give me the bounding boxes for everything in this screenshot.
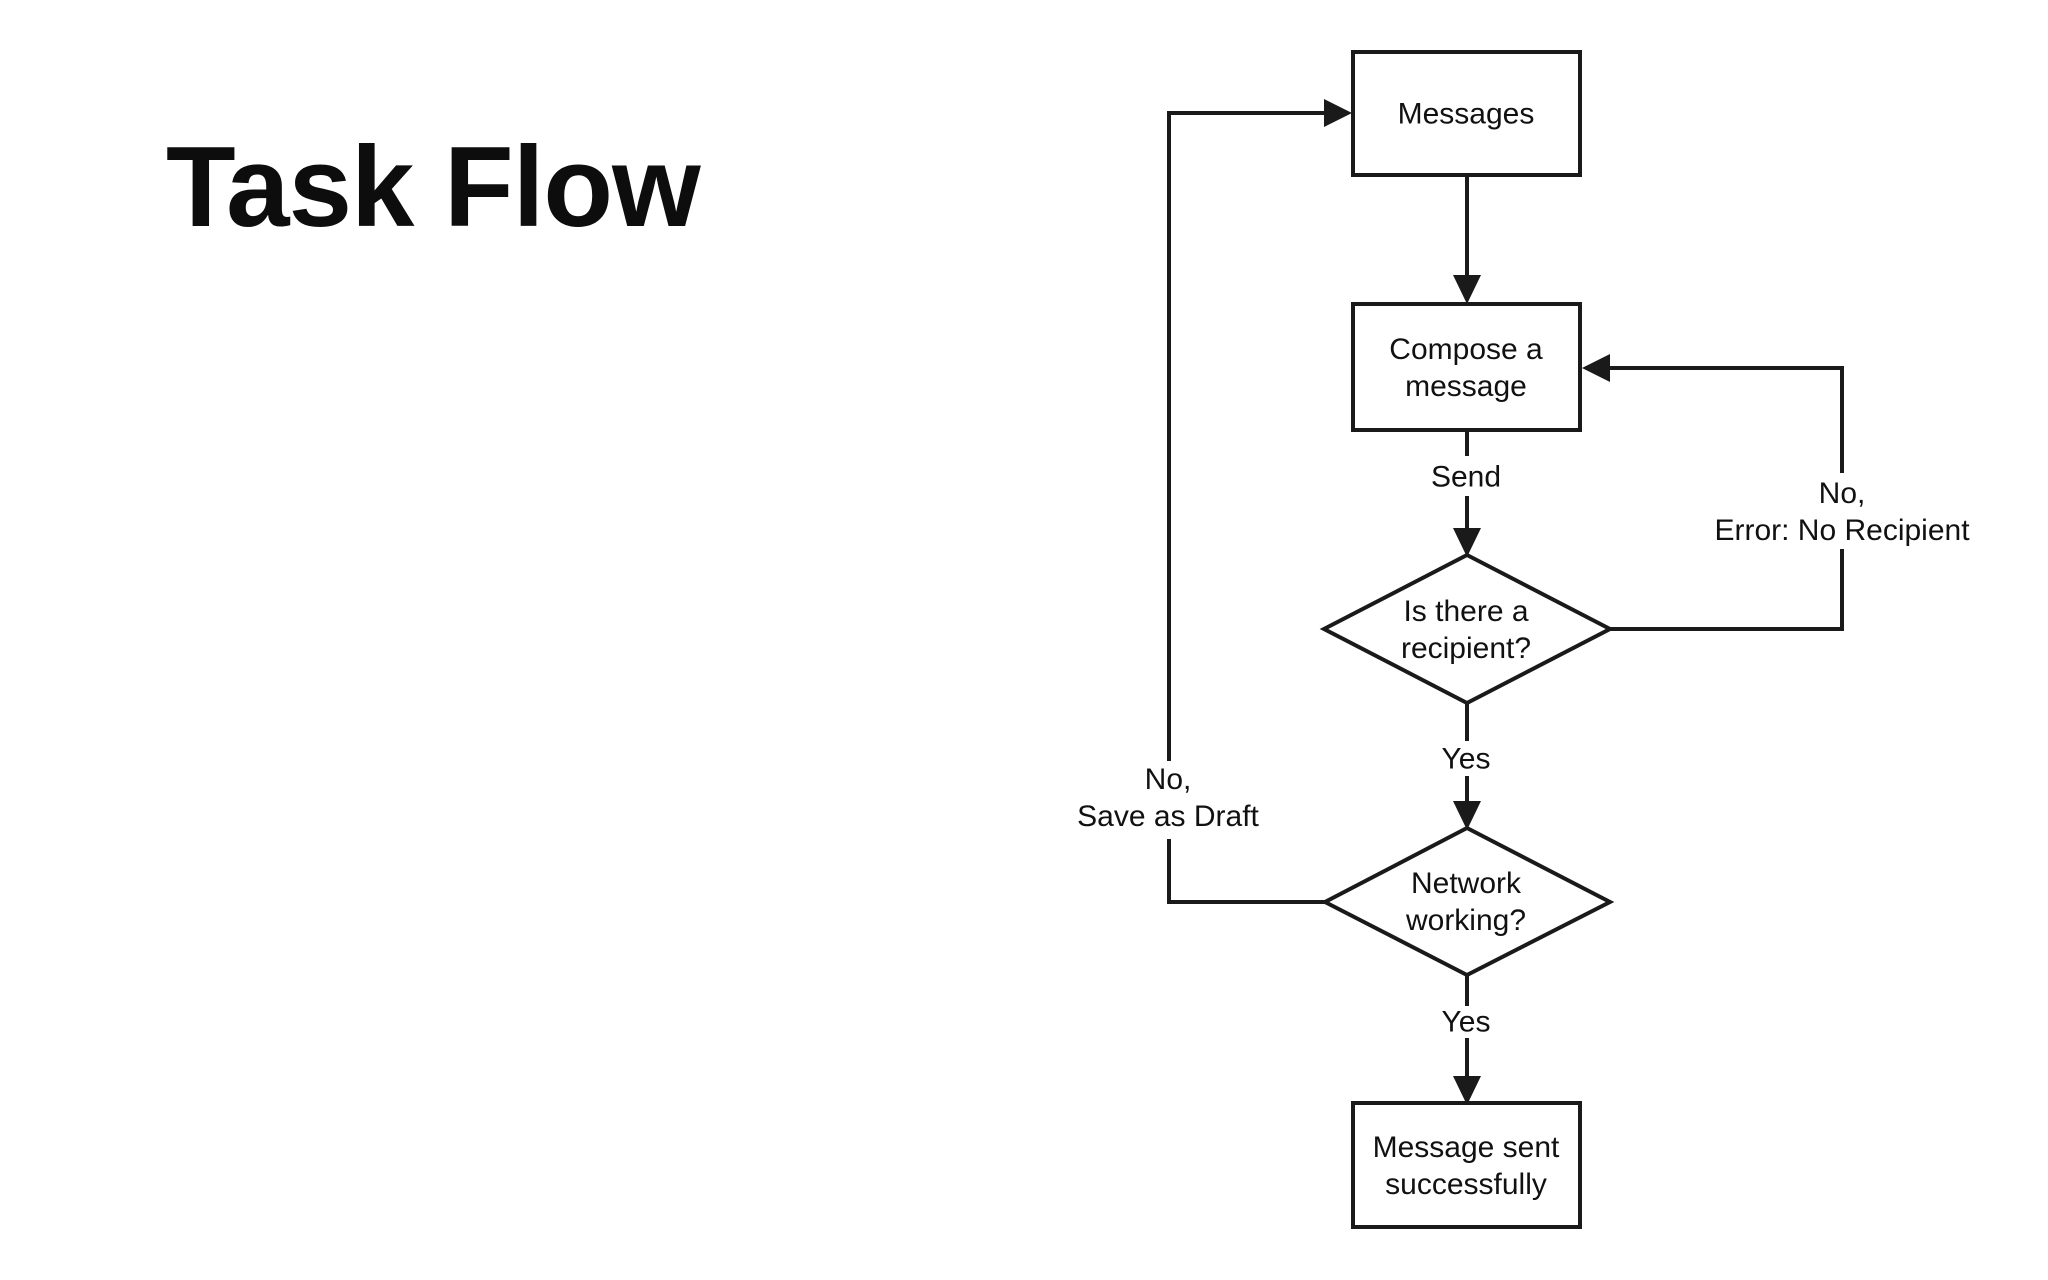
decision-network-diamond xyxy=(1320,825,1615,978)
arrowhead-into-compose-right-icon xyxy=(1582,354,1610,382)
arrowhead-into-sent-icon xyxy=(1453,1076,1481,1105)
node-message-sent-box xyxy=(1351,1101,1582,1229)
connector-no-recipient-loop-lower xyxy=(1610,549,1844,631)
decision-network-line1: Network xyxy=(1410,867,1522,900)
node-messages-box xyxy=(1351,50,1582,177)
arrowhead-into-network-icon xyxy=(1453,801,1481,830)
decision-recipient-diamond xyxy=(1319,552,1615,706)
decision-recipient-label: Is there a recipient? xyxy=(1401,593,1531,667)
edge-label-send: Send xyxy=(1431,459,1501,496)
decision-network-label: Network working? xyxy=(1406,865,1526,939)
edge-label-no-recipient-line2: Error: No Recipient xyxy=(1714,514,1970,547)
node-compose-message-label: Compose a message xyxy=(1389,331,1542,405)
edge-label-yes-network-text: Yes xyxy=(1441,1005,1491,1039)
edge-label-yes-recipient-text: Yes xyxy=(1441,742,1491,776)
edge-label-yes-network: Yes xyxy=(1442,1004,1491,1041)
arrowhead-into-recipient-icon xyxy=(1453,528,1481,557)
connector-save-draft-loop-upper xyxy=(1167,111,1324,761)
node-compose-line1: Compose a xyxy=(1389,333,1543,366)
node-messages-label: Messages xyxy=(1398,96,1535,133)
edge-label-no-error-no-recipient: No, Error: No Recipient xyxy=(1714,475,1969,549)
node-sent-line1: Message sent xyxy=(1372,1131,1560,1164)
node-messages-text: Messages xyxy=(1397,97,1535,131)
node-sent-line2: successfully xyxy=(1385,1168,1547,1201)
page-title: Task Flow xyxy=(166,124,701,251)
node-message-sent-label: Message sent successfully xyxy=(1373,1129,1560,1203)
edge-label-no-recipient-line1: No, xyxy=(1818,477,1866,510)
edge-label-yes-recipient: Yes xyxy=(1442,741,1491,778)
decision-recipient-line1: Is there a xyxy=(1403,595,1529,628)
arrowhead-into-compose-top-icon xyxy=(1453,275,1481,304)
edge-label-send-text: Send xyxy=(1430,460,1502,494)
edge-label-no-draft-line1: No, xyxy=(1144,763,1192,796)
arrowhead-into-messages-icon xyxy=(1324,99,1352,127)
edge-label-no-draft-line2: Save as Draft xyxy=(1077,800,1259,833)
connector-save-draft-loop-lower xyxy=(1167,839,1325,904)
decision-recipient-line2: recipient? xyxy=(1400,632,1532,665)
node-compose-line2: message xyxy=(1405,370,1527,403)
node-compose-message-box xyxy=(1351,302,1582,432)
edge-label-no-save-as-draft: No, Save as Draft xyxy=(1077,761,1259,835)
decision-network-line2: working? xyxy=(1405,904,1527,937)
connector-no-recipient-loop-upper xyxy=(1608,366,1844,473)
